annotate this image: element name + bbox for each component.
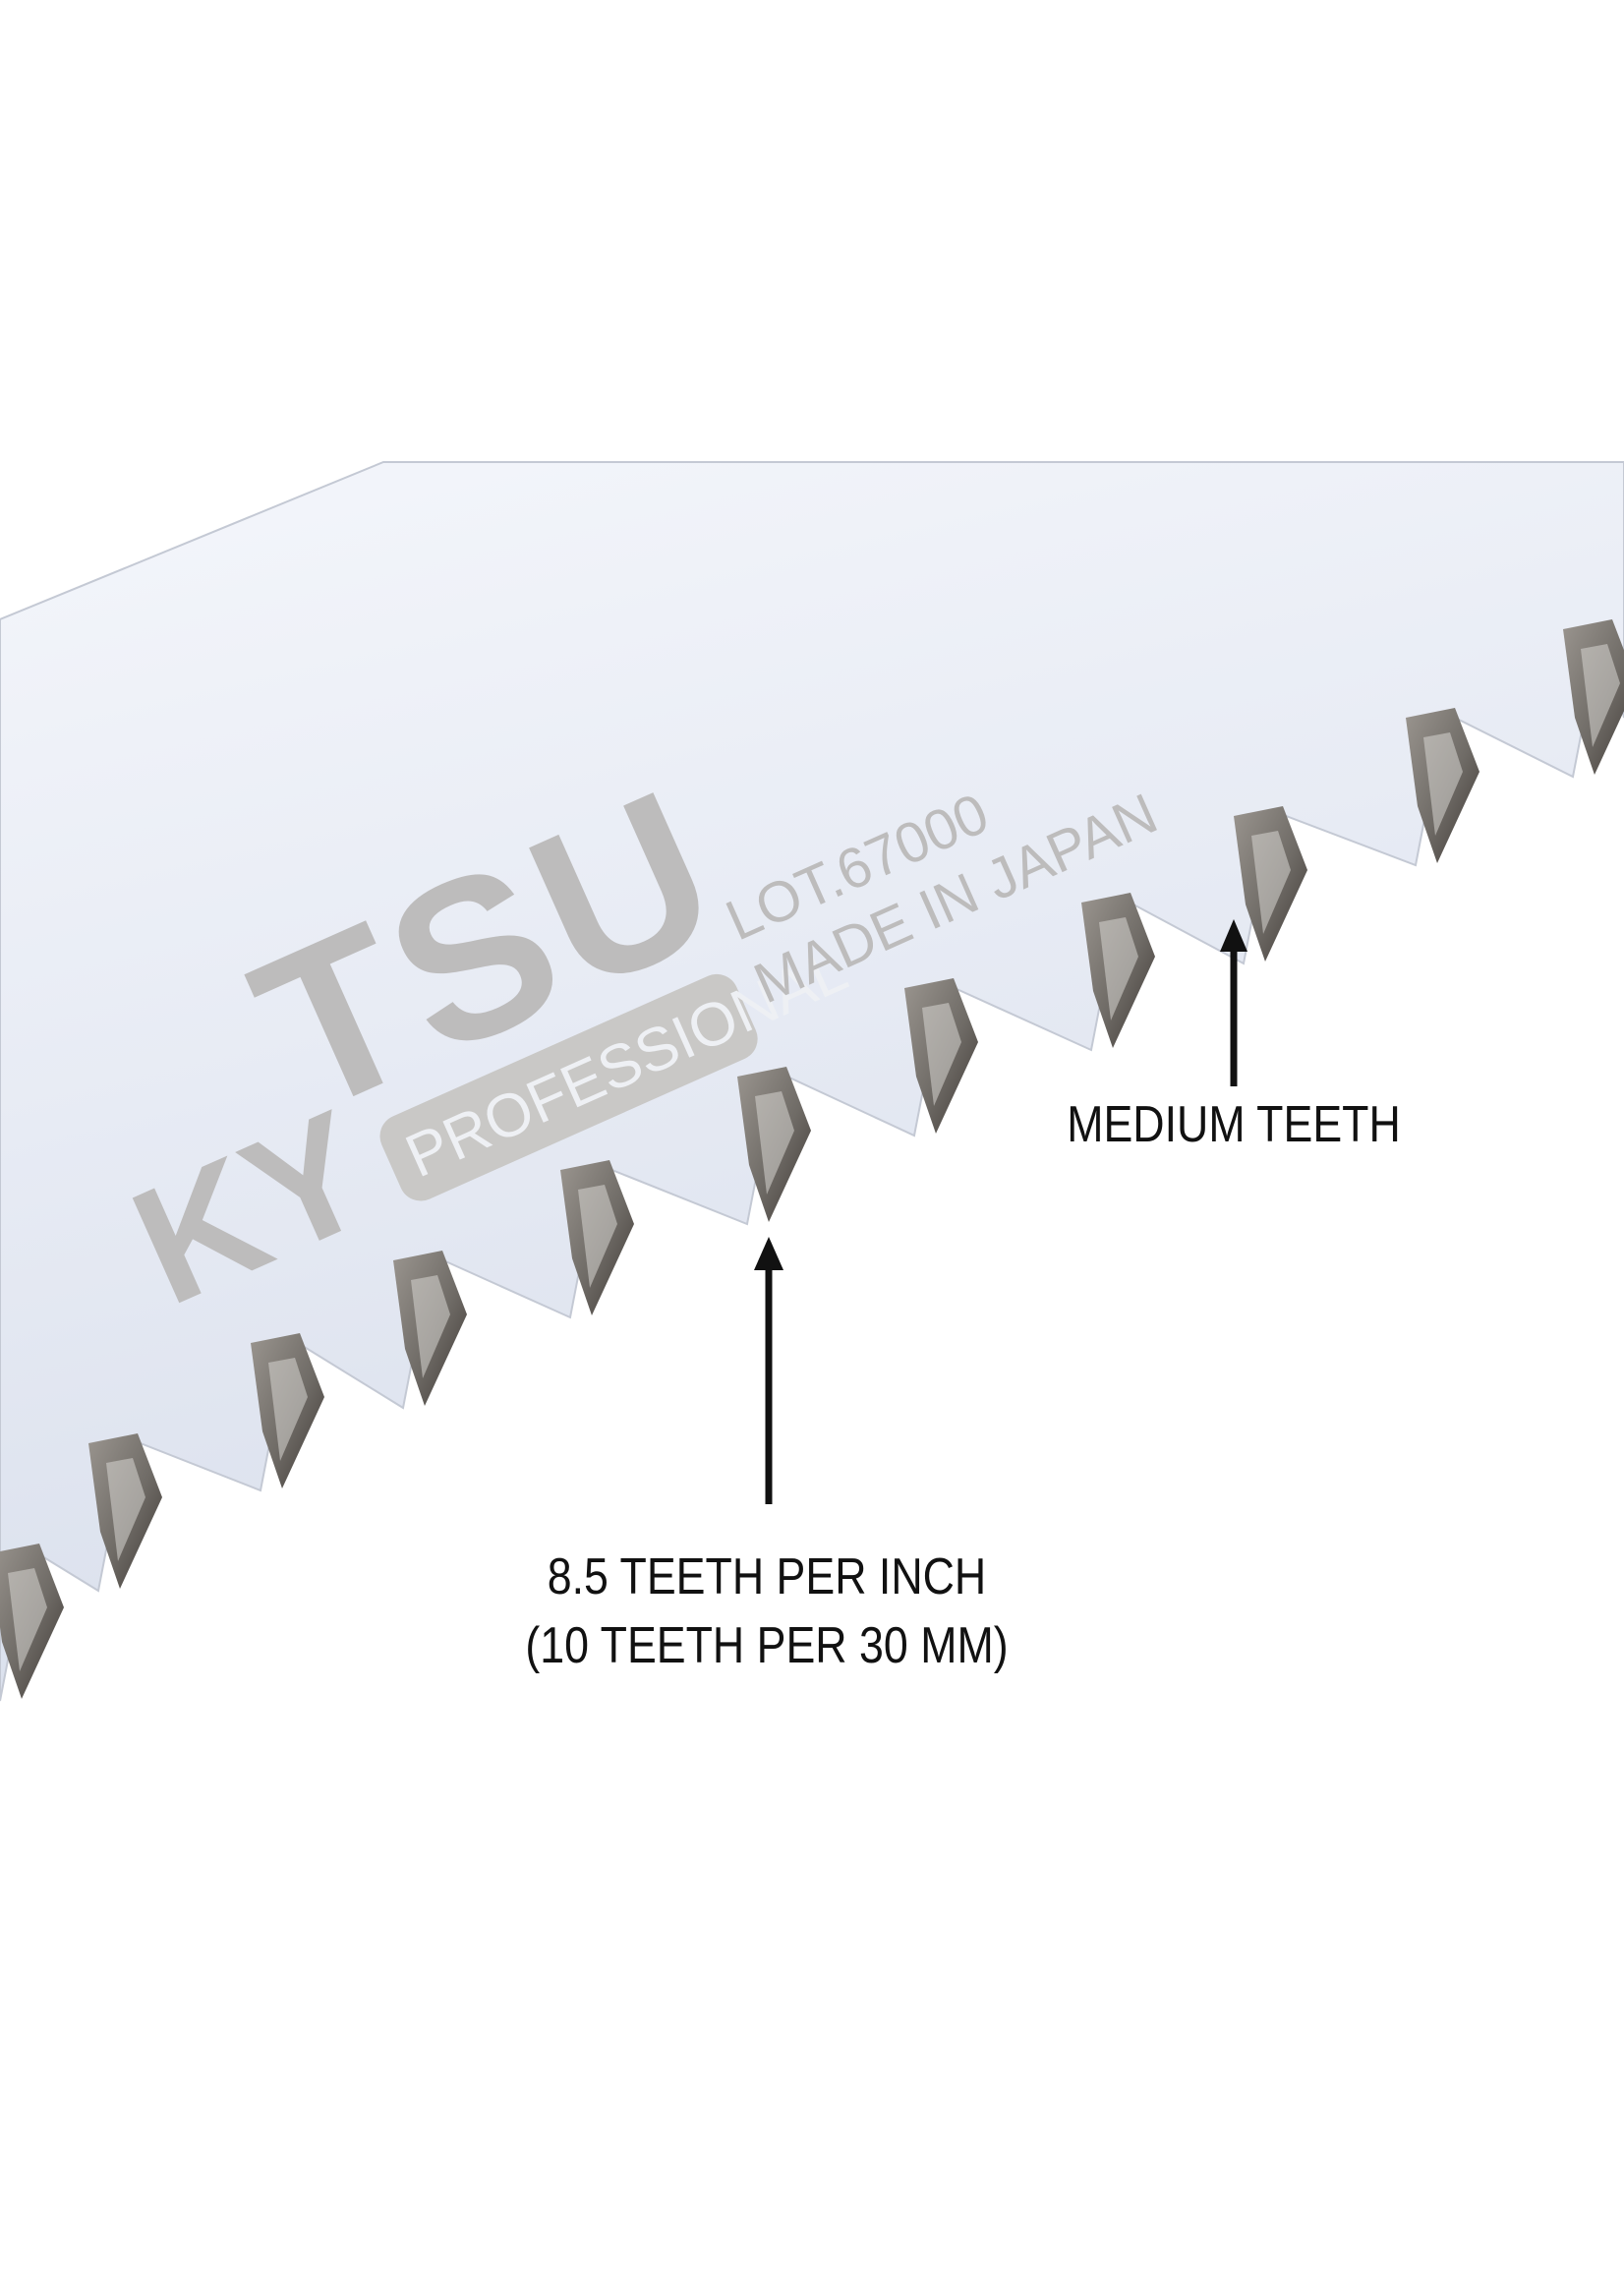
tpi-label-line1: 8.5 TEETH PER INCH bbox=[547, 1548, 987, 1605]
saw-tooth-highlight bbox=[8, 1568, 47, 1671]
saw-tooth-highlight bbox=[922, 1003, 961, 1106]
saw-tooth-highlight bbox=[1099, 917, 1138, 1020]
saw-tooth-highlight bbox=[1423, 732, 1463, 836]
medium-teeth-label: MEDIUM TEETH bbox=[1067, 1096, 1401, 1153]
saw-tooth-highlight bbox=[106, 1458, 145, 1561]
saw-tooth-highlight bbox=[1251, 831, 1291, 934]
saw-teeth bbox=[0, 619, 1624, 1699]
medium-teeth-arrow bbox=[1220, 919, 1247, 1086]
saw-blade bbox=[0, 461, 1624, 1702]
saw-tooth-highlight bbox=[755, 1091, 794, 1195]
saw-tooth-highlight bbox=[578, 1185, 617, 1288]
saw-tooth-highlight bbox=[268, 1358, 308, 1461]
tpi-label-line2: (10 TEETH PER 30 MM) bbox=[525, 1617, 1009, 1674]
saw-tooth-highlight bbox=[411, 1275, 450, 1378]
saw-tooth-highlight bbox=[1581, 644, 1620, 747]
tpi-arrow bbox=[754, 1237, 783, 1504]
professional-badge bbox=[379, 973, 758, 1201]
